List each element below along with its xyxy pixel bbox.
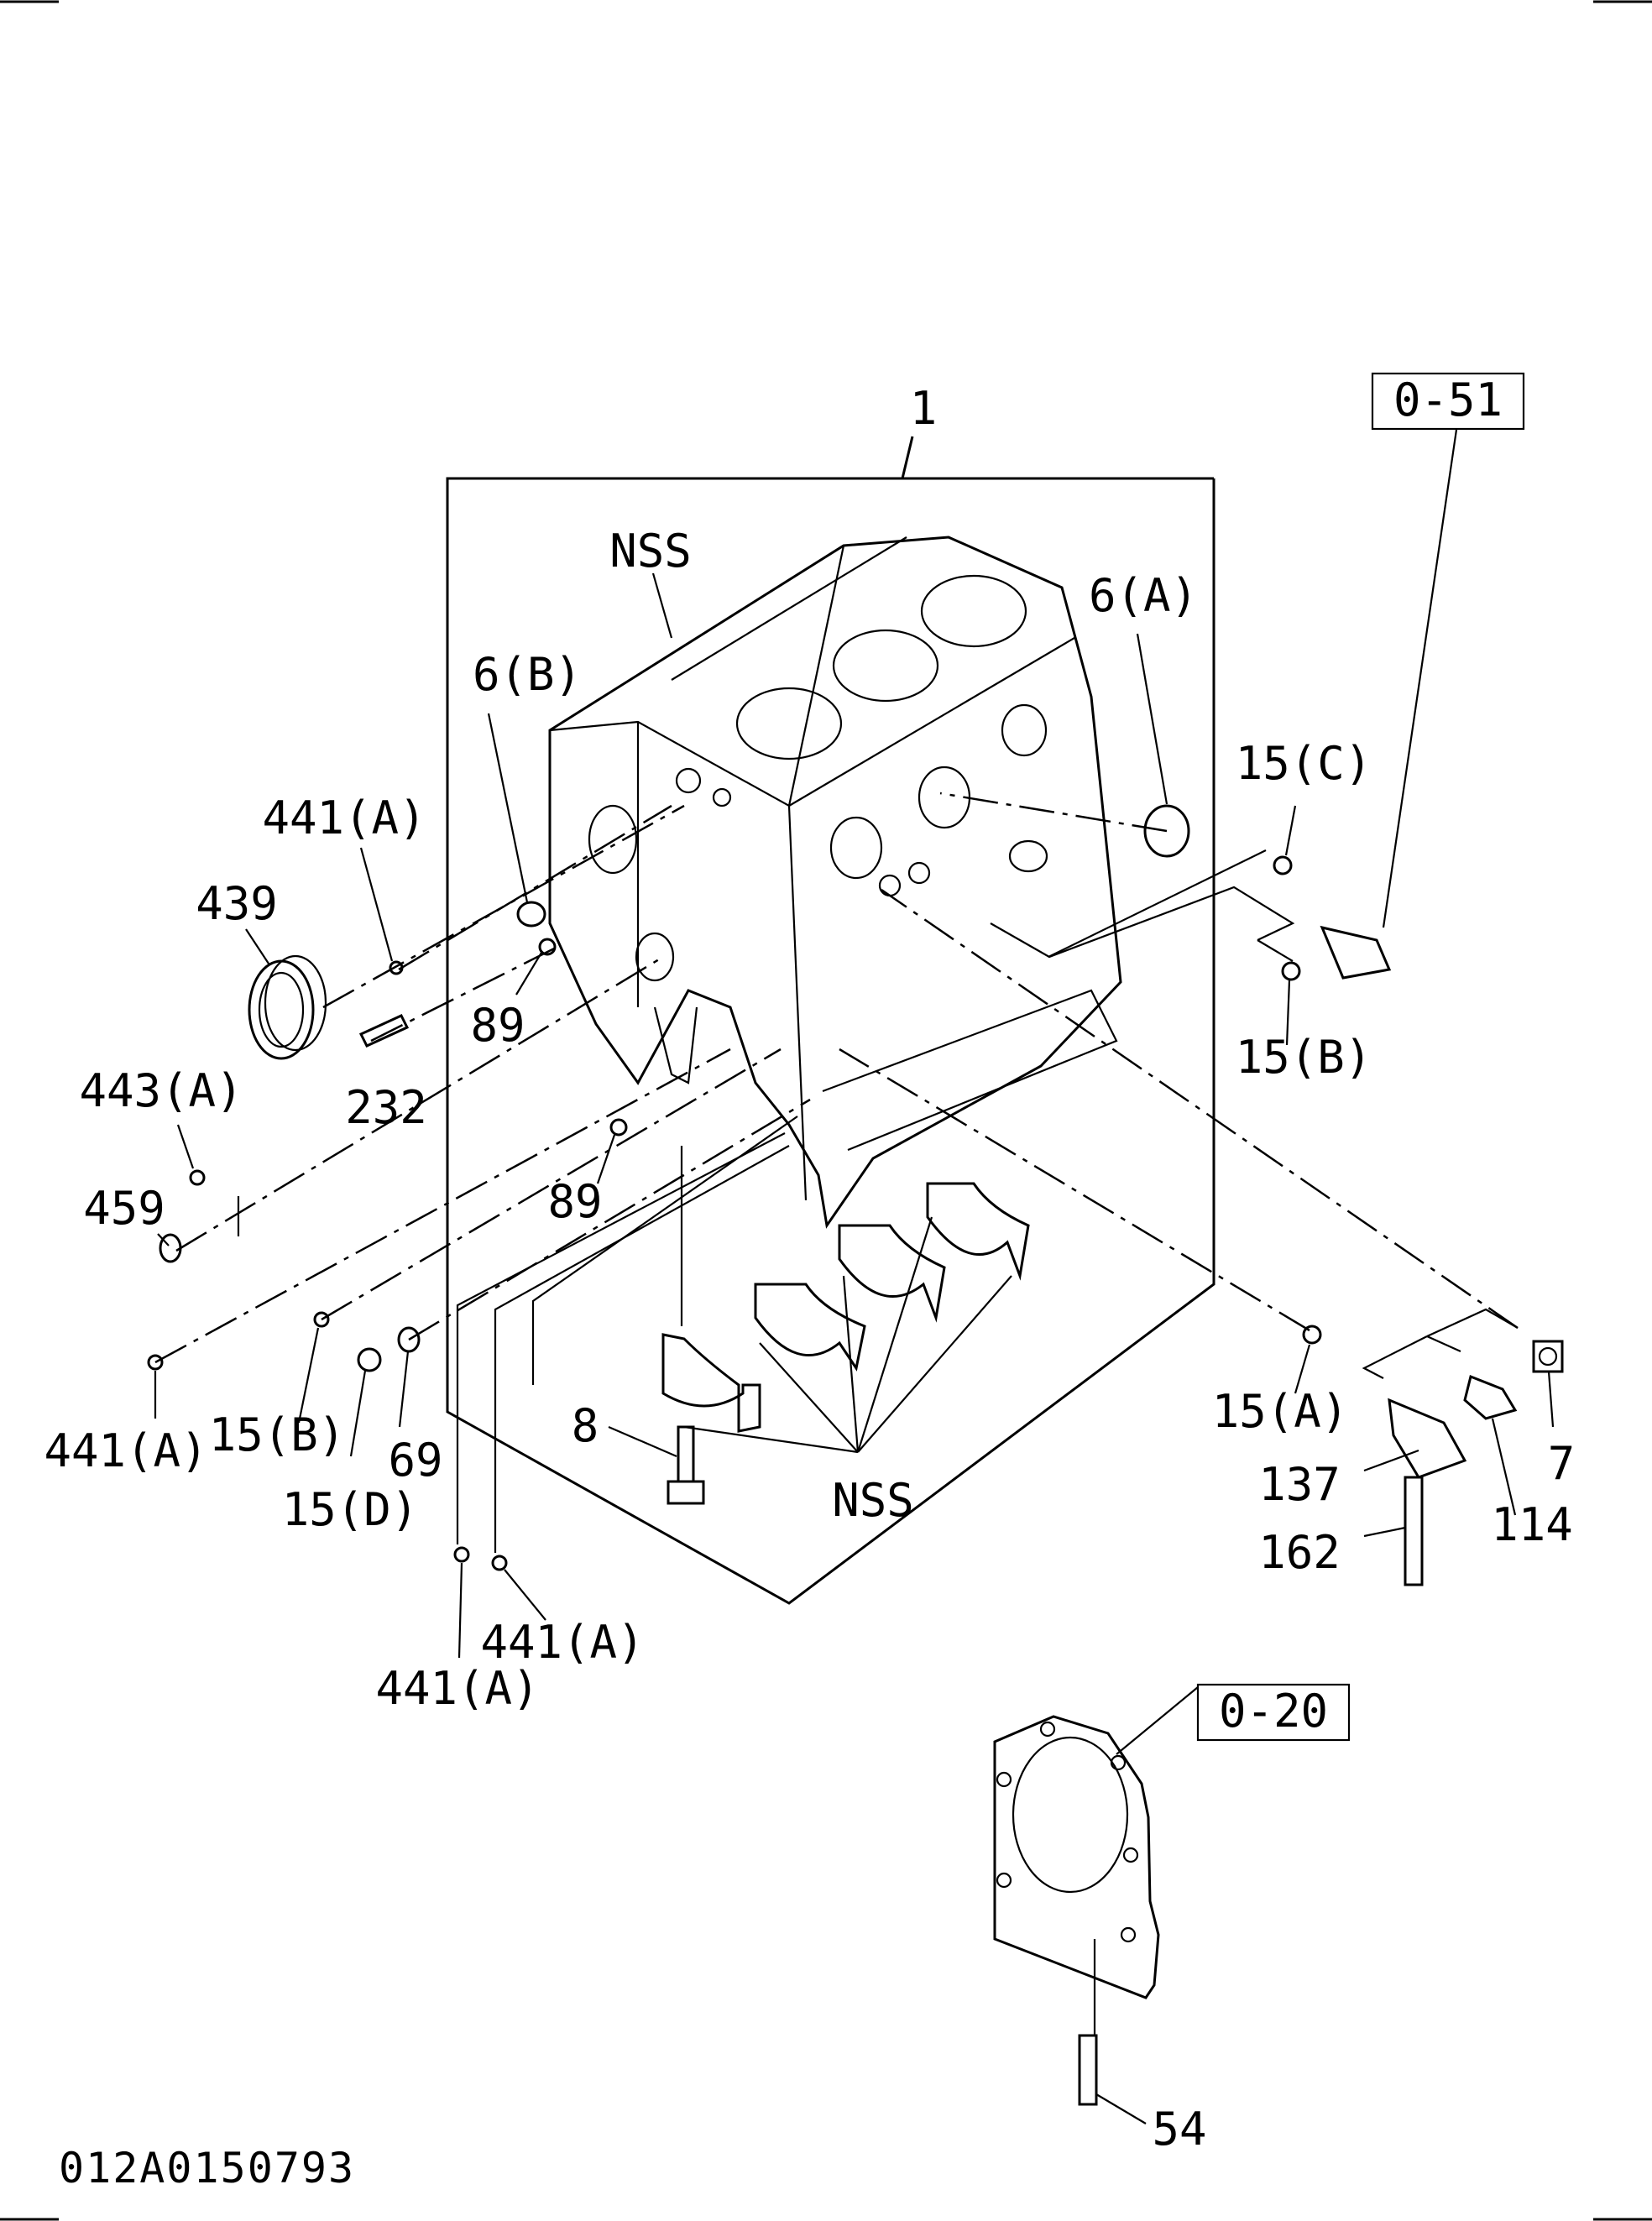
label-443a: 443(A) bbox=[79, 1064, 243, 1117]
label-441a-bottom1: 441(A) bbox=[375, 1662, 539, 1715]
label-1: 1 bbox=[910, 382, 938, 435]
expansion-plug-6b bbox=[516, 901, 546, 928]
label-15d: 15(D) bbox=[282, 1483, 419, 1536]
bolt-8 bbox=[667, 1425, 705, 1505]
label-15a: 15(A) bbox=[1212, 1385, 1349, 1438]
label-6b: 6(B) bbox=[473, 648, 582, 701]
cylinder-block bbox=[548, 536, 1122, 1229]
label-441a-left: 441(A) bbox=[44, 1424, 207, 1477]
label-69: 69 bbox=[388, 1434, 442, 1487]
label-15b-left: 15(B) bbox=[209, 1408, 346, 1461]
stud-54 bbox=[1078, 2034, 1098, 2106]
label-54: 54 bbox=[1152, 2103, 1206, 2156]
ref-label-020: 0-20 bbox=[1219, 1685, 1328, 1738]
plug-443a bbox=[189, 1169, 206, 1186]
label-137: 137 bbox=[1258, 1458, 1341, 1511]
crankshaft-seal-439 bbox=[248, 954, 327, 1060]
callout-labels: 1 NSS 6(A) 6(B) 15(C) 441(A) 439 89 15(B… bbox=[44, 382, 1575, 2156]
label-15c: 15(C) bbox=[1236, 737, 1372, 790]
label-15b-right: 15(B) bbox=[1236, 1031, 1372, 1084]
bearing-caps bbox=[661, 1182, 1030, 1433]
leader-lines bbox=[154, 429, 1555, 2124]
label-232: 232 bbox=[345, 1081, 427, 1134]
stud-232 bbox=[358, 1014, 410, 1048]
tube-162 bbox=[1404, 1476, 1424, 1586]
ref-label-051: 0-51 bbox=[1393, 374, 1503, 426]
valve-114 bbox=[1463, 1374, 1518, 1420]
plug-441a-bottom1 bbox=[453, 1546, 470, 1563]
label-439: 439 bbox=[196, 877, 278, 930]
drawing-code: 012A0150793 bbox=[59, 2144, 355, 2192]
label-89-top: 89 bbox=[470, 999, 525, 1052]
label-162: 162 bbox=[1258, 1526, 1341, 1579]
fitting-7 bbox=[1532, 1340, 1564, 1373]
rear-seal-housing-020 bbox=[993, 1715, 1160, 1999]
label-441a-bottom2: 441(A) bbox=[480, 1616, 644, 1669]
label-nss-bottom: NSS bbox=[832, 1474, 914, 1527]
label-114: 114 bbox=[1491, 1498, 1573, 1551]
label-6a: 6(A) bbox=[1089, 569, 1198, 622]
valve-137 bbox=[1388, 1398, 1467, 1479]
label-nss-top: NSS bbox=[609, 525, 692, 577]
ref-box-051: 0-51 bbox=[1371, 372, 1525, 431]
plug-441a-bottom2 bbox=[491, 1555, 508, 1571]
fitting-051 bbox=[1320, 925, 1392, 980]
assembly-bracket bbox=[446, 436, 1215, 1605]
plug-15d bbox=[357, 1347, 382, 1372]
label-459: 459 bbox=[83, 1182, 165, 1235]
label-8: 8 bbox=[572, 1399, 599, 1452]
parts bbox=[147, 804, 1564, 2106]
label-7: 7 bbox=[1548, 1437, 1576, 1490]
label-441a-top: 441(A) bbox=[262, 792, 426, 844]
plug-89-mid bbox=[609, 1118, 628, 1137]
label-89-mid: 89 bbox=[547, 1175, 602, 1228]
plug-15b-right bbox=[1281, 961, 1301, 981]
plug-15c bbox=[1273, 855, 1293, 875]
ref-box-020: 0-20 bbox=[1196, 1683, 1351, 1742]
